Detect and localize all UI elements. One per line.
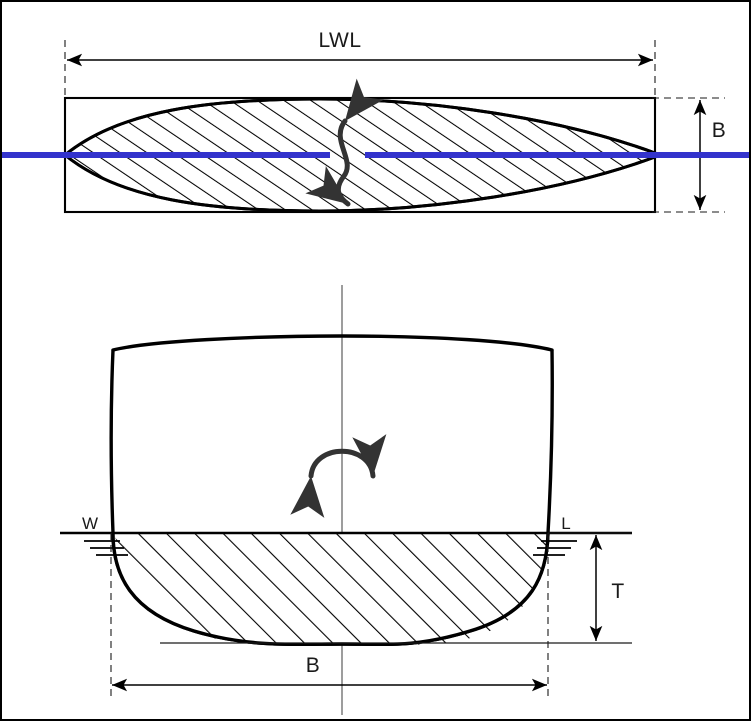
section-beam-extension-lines (110, 533, 549, 700)
waterline-ticks-port (84, 540, 128, 556)
draft-extension-lines (548, 532, 632, 644)
draft-label: T (611, 580, 624, 603)
yaw-rotation-arrow (305, 78, 384, 207)
waterline-ticks-starboard (533, 540, 577, 556)
lwl-extension-lines (64, 40, 656, 104)
lwl-label: LWL (318, 29, 361, 52)
plan-beam-label: B (712, 119, 727, 142)
roll-rotation-arrow (290, 434, 387, 518)
waterline-l-label: L (561, 514, 570, 533)
submerged-area (111, 532, 550, 647)
section-beam-label: B (306, 654, 321, 677)
waterline-w-label: W (82, 514, 98, 533)
plan-beam-extension-lines (652, 97, 725, 213)
